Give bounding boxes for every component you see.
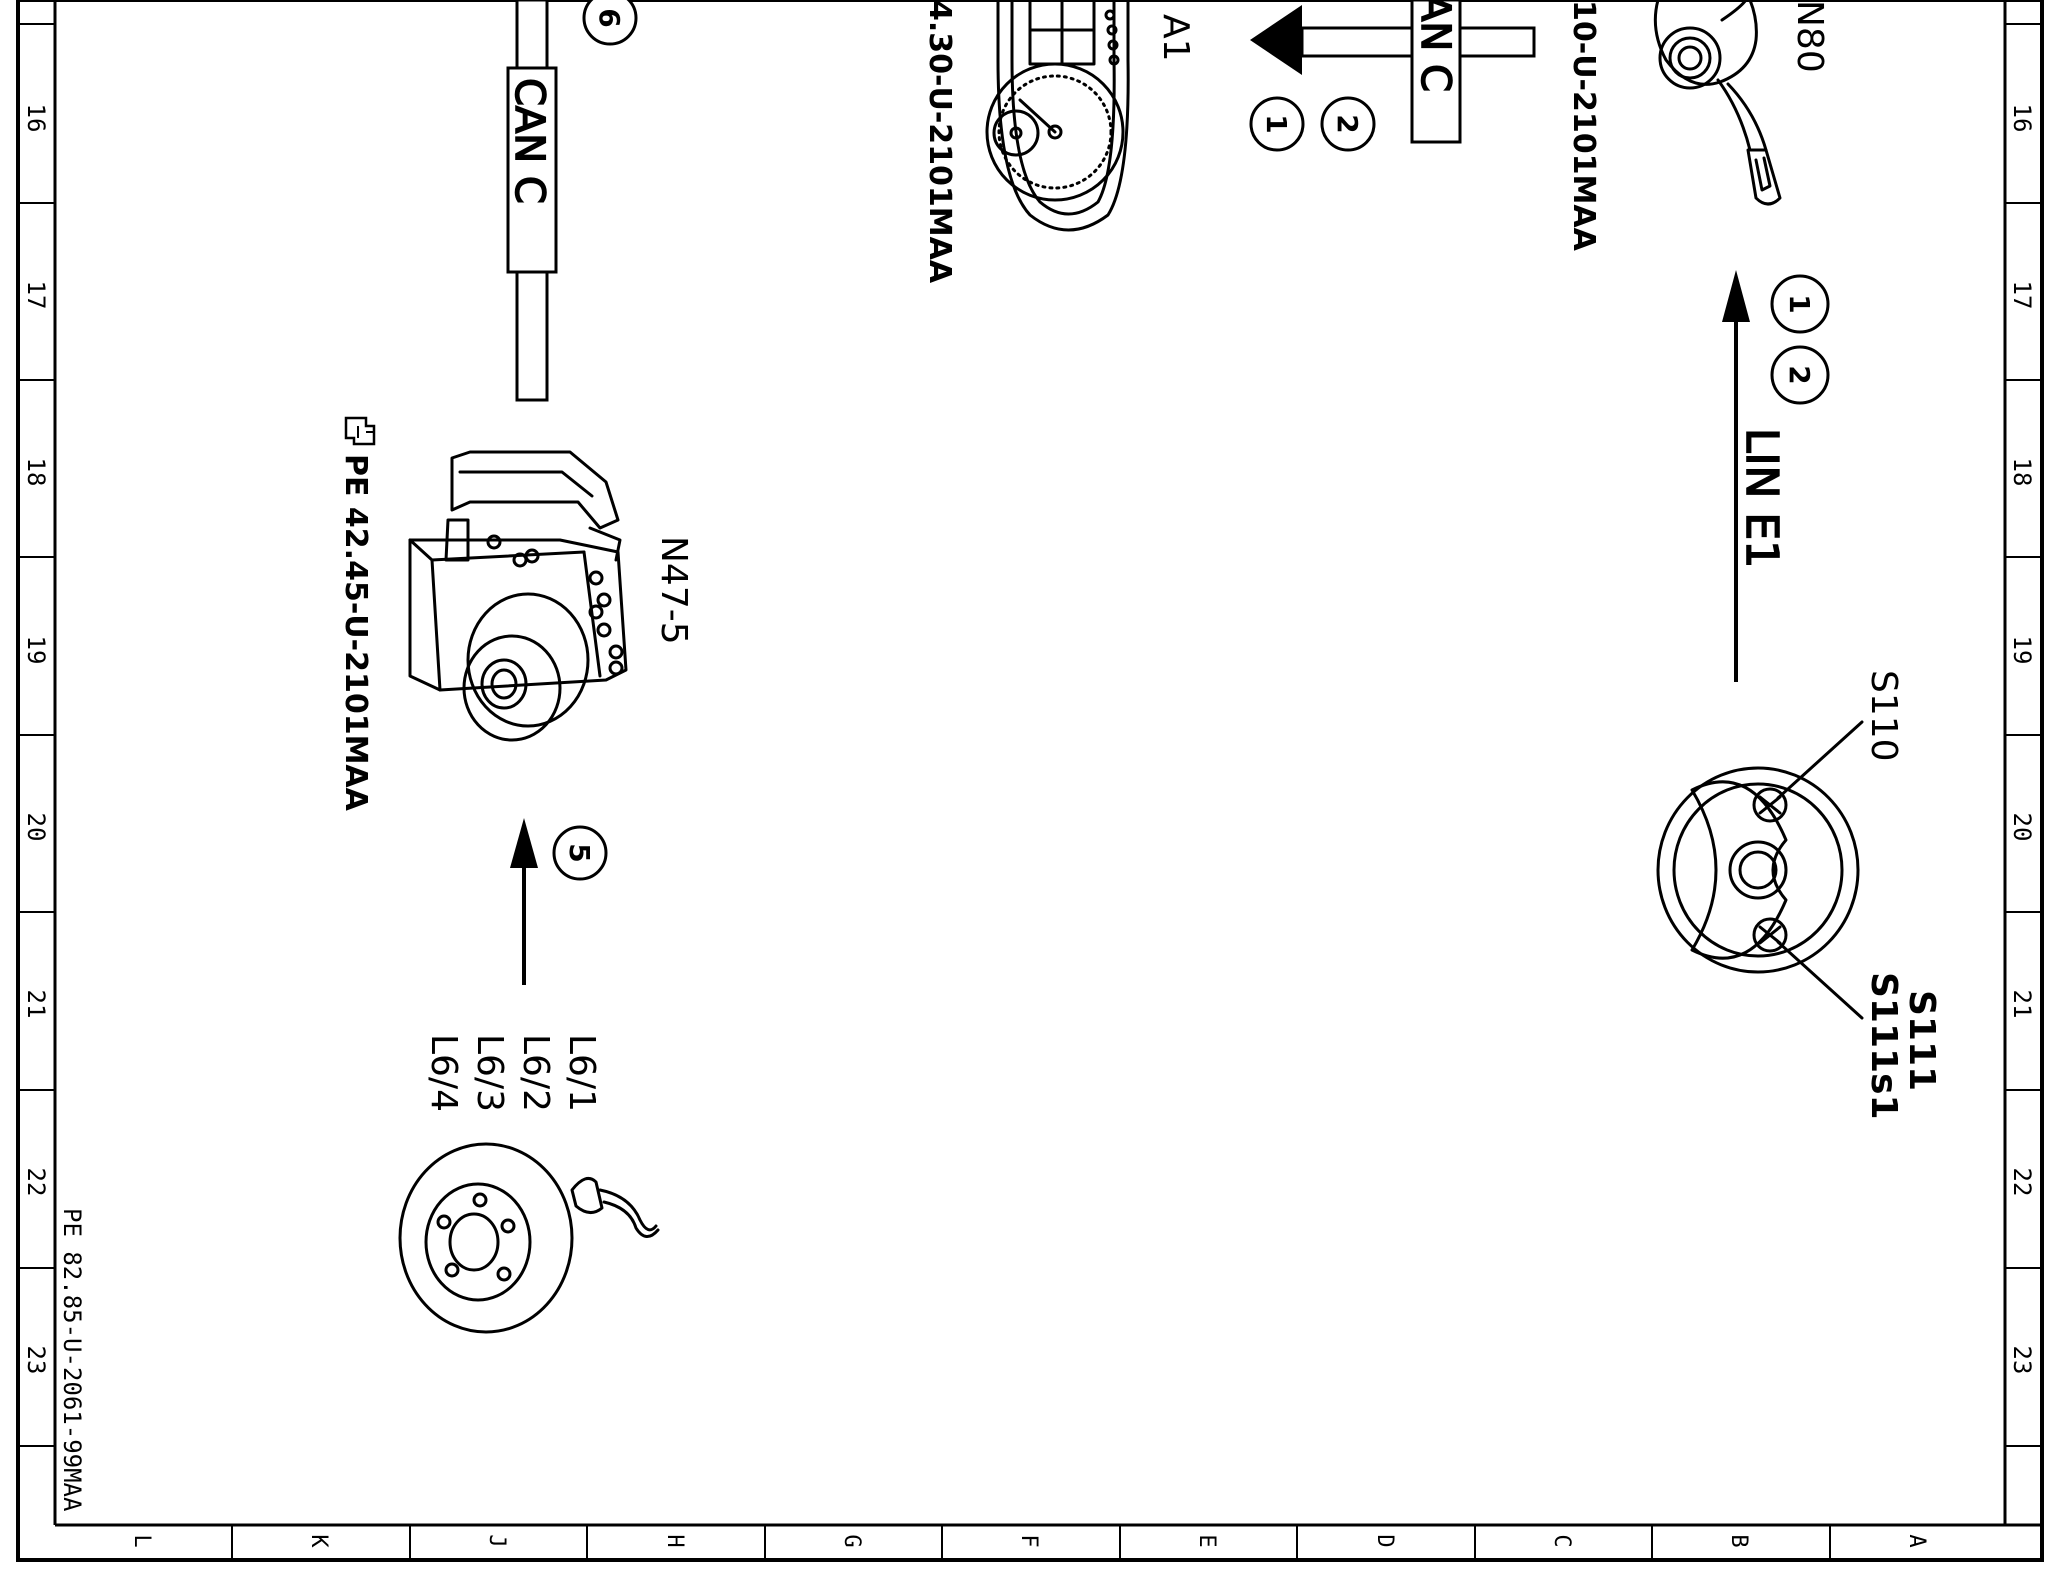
n47-5-ref-code: PE 42.45-U-2101MAA (338, 454, 373, 812)
document-code: PE 82.85-U-2061-99MAA (58, 1208, 86, 1512)
column-letter: F (1016, 1534, 1041, 1547)
drawing-frame (16, 0, 2044, 1562)
row-number: 16 (22, 104, 50, 133)
row-number: 23 (22, 1346, 50, 1375)
row-number: 16 (2008, 104, 2036, 133)
row-numbers-right: 16 17 18 19 20 21 22 23 (2008, 104, 2036, 1375)
lin-bus: LIN E1 (1722, 270, 1788, 682)
marker-2-top-label: 2 (1331, 114, 1364, 133)
brake-disc-icon (398, 1142, 660, 1334)
row-number: 21 (22, 990, 50, 1019)
marker-1-right-label: 1 (1783, 294, 1816, 313)
pointing-hand-icon (344, 416, 376, 446)
n47-5-code: N47-5 (653, 536, 694, 645)
row-number: 21 (2008, 990, 2036, 1019)
column-letter: G (839, 1534, 864, 1547)
n80-ref-code: 10-U-2101MAA (1566, 0, 1601, 252)
instrument-cluster-icon (985, 0, 1130, 232)
column-letter: D (1372, 1534, 1397, 1547)
steering-wheel-icon (1656, 720, 1864, 1020)
marker-2-right: 2 (1770, 345, 1830, 405)
column-letter: B (1726, 1534, 1751, 1547)
n47-5-esp-unit-icon (408, 450, 628, 742)
lin-bus-label: LIN E1 (1736, 428, 1787, 568)
row-number: 22 (22, 1168, 50, 1197)
column-letter: K (306, 1534, 331, 1548)
column-letter: H (662, 1534, 687, 1547)
marker-2-right-label: 2 (1783, 365, 1816, 384)
arrow-5 (510, 818, 538, 985)
wheel-sensor-labels: L6/1 L6/2 L6/3 L6/4 (423, 1034, 602, 1112)
row-number: 18 (2008, 458, 2036, 487)
column-letter: A (1904, 1534, 1929, 1547)
can-bus-left-label: CAN C (506, 78, 552, 204)
row-numbers-left: 16 17 18 19 20 21 22 23 (22, 104, 50, 1375)
column-letter: C (1549, 1534, 1574, 1547)
reference-pointer: PE 42.45-U-2101MAA (338, 416, 376, 812)
marker-1-top-label: 1 (1260, 114, 1293, 133)
can-bus-left: CAN C (505, 0, 558, 402)
marker-1-top: 1 (1249, 96, 1305, 152)
row-number: 17 (22, 281, 50, 310)
n80-code: N80 (1789, 0, 1830, 73)
row-number: 17 (2008, 281, 2036, 310)
column-letters: L K J H G F E D C B A (129, 1534, 1929, 1548)
row-number: 19 (2008, 636, 2036, 665)
row-number: 20 (2008, 813, 2036, 842)
s111s1-code: S111s1 (1863, 972, 1904, 1120)
column-letter: J (484, 1534, 509, 1547)
can-bus-top: AN C (1250, 0, 1536, 144)
n80-icon (1653, 0, 1782, 206)
wheel-sensor-label: L6/2 (515, 1034, 556, 1112)
row-ticks (18, 23, 2042, 1447)
wheel-sensor-label: L6/4 (423, 1034, 464, 1112)
column-letter: L (129, 1534, 154, 1547)
row-number: 18 (22, 458, 50, 487)
marker-5-label: 5 (563, 843, 596, 862)
a1-ref-code: 4.30-U-2101MAA (922, 0, 957, 284)
s110-code: S110 (1863, 670, 1904, 762)
s111-code: S111 (1901, 990, 1942, 1091)
wheel-sensor-label: L6/1 (561, 1034, 602, 1112)
row-number: 19 (22, 636, 50, 665)
row-number: 20 (22, 813, 50, 842)
column-letter: E (1194, 1534, 1219, 1547)
column-ticks (231, 1525, 1831, 1560)
marker-5: 5 (552, 825, 608, 881)
row-number: 22 (2008, 1168, 2036, 1197)
marker-6-label: 6 (593, 8, 626, 27)
marker-6: 6 (582, 0, 638, 46)
wheel-sensor-label: L6/3 (469, 1034, 510, 1112)
marker-2-top: 2 (1320, 96, 1376, 152)
row-number: 23 (2008, 1346, 2036, 1375)
a1-code: A1 (1155, 14, 1196, 62)
marker-1-right: 1 (1770, 274, 1830, 334)
can-bus-top-label: AN C (1412, 0, 1458, 92)
